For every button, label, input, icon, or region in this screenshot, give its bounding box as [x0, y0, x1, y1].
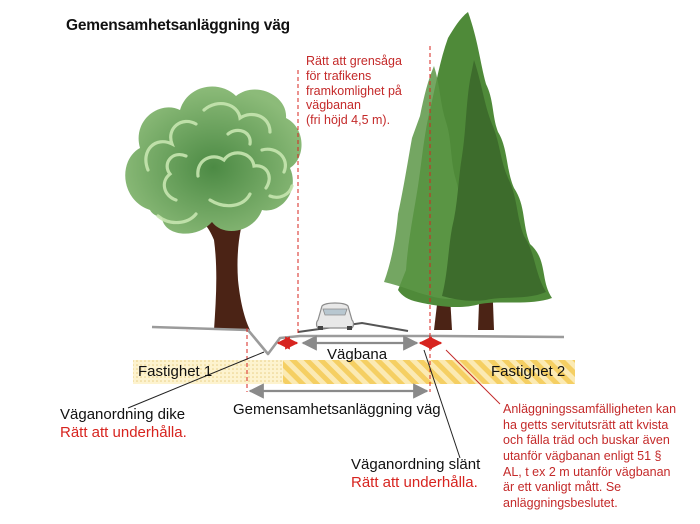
- slope-leader: [423, 349, 461, 459]
- spruce-trees-icon: [384, 12, 552, 330]
- diagram-title: Gemensamhetsanläggning väg: [66, 17, 290, 34]
- servitude-leader: [445, 349, 501, 405]
- joint-facility-label: Gemensamhetsanläggning väg: [233, 401, 441, 418]
- ditch-callout-right: Rätt att underhålla.: [60, 424, 187, 441]
- property-1-label: Fastighet 1: [138, 363, 213, 380]
- servitude-note: Anläggningssamfälligheten kan ha getts s…: [503, 402, 677, 510]
- slope-callout-right: Rätt att underhålla.: [351, 474, 478, 491]
- roadway-label: Vägbana: [327, 346, 388, 363]
- ditch-callout-title: Väganordning dike: [60, 406, 186, 423]
- clearance-guides: [246, 46, 431, 392]
- slope-callout-title: Väganordning slänt: [351, 456, 481, 473]
- deciduous-tree-icon: [125, 86, 302, 330]
- ditch-leader: [127, 351, 265, 409]
- clearance-note: Rätt att grensåga för trafikens framkoml…: [306, 54, 402, 127]
- property-2-label: Fastighet 2: [491, 363, 566, 380]
- car-icon: [315, 302, 355, 330]
- property-1-strip: [133, 360, 283, 384]
